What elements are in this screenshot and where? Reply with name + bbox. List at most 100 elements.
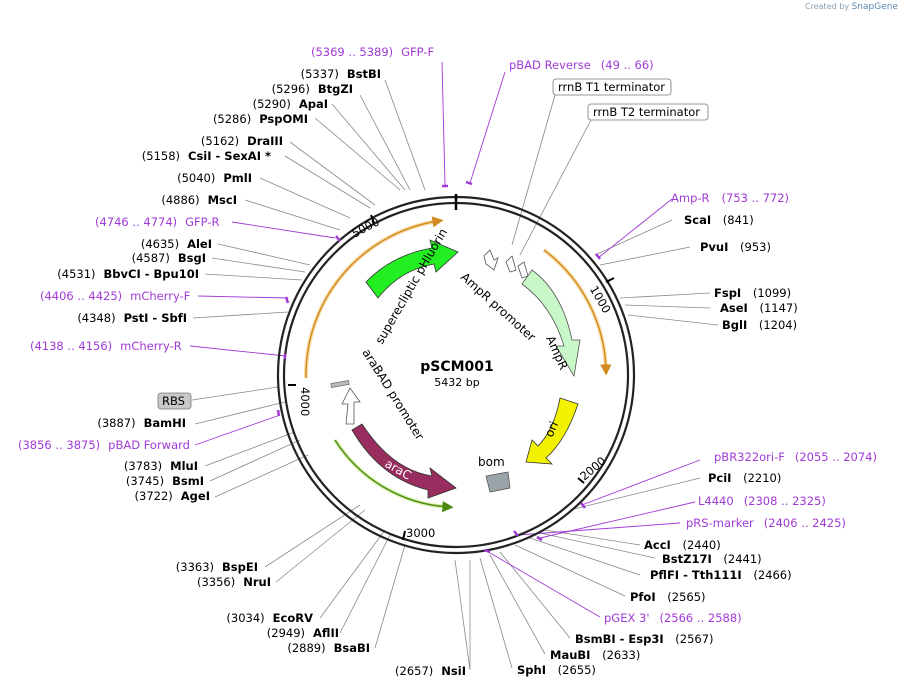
svg-text:(3722)AgeI: (3722)AgeI <box>135 489 210 503</box>
svg-text:(4531)BbvCI - Bpu10I: (4531) BbvCI - Bpu10I <box>57 267 199 281</box>
primer-label: pRS-marker <box>686 516 754 530</box>
svg-text:L4440(2308 .. 2325): L4440(2308 .. 2325) <box>698 494 826 508</box>
leader-lines <box>191 79 719 671</box>
enzyme-pos: (4348) <box>77 311 115 325</box>
svg-text:(5162)DraIII: (5162)DraIII <box>201 134 283 148</box>
svg-text:pBR322ori-F(2055 .. 2074): pBR322ori-F (2055 .. 2074) <box>714 450 877 464</box>
enzyme-name: AseI <box>720 301 748 315</box>
enzyme-name: DraIII <box>247 134 283 148</box>
primer-range: (3856 .. 3875) <box>18 438 100 452</box>
credit-brand: SnapGene <box>851 2 898 12</box>
svg-text:(2949)AflII: (2949) AflII <box>267 626 339 640</box>
enzymes-right: ScaI (841) PvuI (953) FspI (1099) AseI (… <box>517 213 798 677</box>
svg-text:PfoI (2565): PfoI (2565) <box>630 590 706 604</box>
enzyme-pos: (2565) <box>667 590 705 604</box>
primer-range: (2566 .. 2588) <box>660 611 742 625</box>
svg-text:(4348)PstI - SbfI: (4348) PstI - SbfI <box>77 311 187 325</box>
primer-label: pBAD Forward <box>108 438 190 452</box>
orange-arc-right <box>543 249 612 376</box>
primer-label: pBR322ori-F <box>714 450 785 464</box>
enzyme-pos: (4587) <box>132 251 170 265</box>
enzyme-pos: (4531) <box>57 267 95 281</box>
enzyme-name: BsmBI - Esp3I <box>575 632 664 646</box>
primer-range: (4138 .. 4156) <box>30 339 112 353</box>
enzyme-pos: (5337) <box>301 67 339 81</box>
enzyme-name: AccI <box>644 538 671 552</box>
svg-text:(5286)PspOMI: (5286)PspOMI <box>213 112 308 126</box>
primer-range: (2055 .. 2074) <box>795 450 877 464</box>
enzyme-name: FspI <box>714 286 741 300</box>
svg-text:PciI (2210): PciI (2210) <box>708 471 781 485</box>
primer-range: (2406 .. 2425) <box>764 516 846 530</box>
svg-text:BglI (1204): BglI (1204) <box>722 318 797 332</box>
backbone-inner <box>282 201 630 549</box>
enzyme-pos: (2889) <box>287 641 325 655</box>
green-arc <box>334 439 454 513</box>
enzyme-pos: (2567) <box>675 632 713 646</box>
enzyme-name: AleI <box>187 237 212 251</box>
primer-marks <box>276 180 601 554</box>
ampr-promoter-arrow <box>483 249 499 271</box>
primer-label: pBAD Reverse <box>509 58 591 72</box>
enzyme-name: PspOMI <box>259 112 308 126</box>
primer-range: (5369 .. 5389) <box>311 45 393 59</box>
enzyme-name: BsaBI <box>334 641 370 655</box>
enzyme-pos: (2657) <box>395 664 433 678</box>
enzyme-name: BstBI <box>347 67 381 81</box>
svg-text:AccI (2440): AccI (2440) <box>644 538 721 552</box>
svg-text:Amp-R(753 .. 772): Amp-R(753 .. 772) <box>671 191 789 205</box>
svg-text:(4138 .. 4156)mCherry-R: (4138 .. 4156)mCherry-R <box>30 339 182 353</box>
enzyme-name: EcoRV <box>273 611 313 625</box>
enzyme-pos: (1204) <box>759 318 797 332</box>
svg-text:(4406 .. 4425)mCherry-F: (4406 .. 4425)mCherry-F <box>40 289 190 303</box>
enzyme-pos: (3887) <box>97 416 135 430</box>
rrnb-t1-label: rrnB T1 terminator <box>558 80 665 94</box>
svg-text:(5040)PmlI: (5040) PmlI <box>177 171 252 185</box>
enzyme-pos: (3745) <box>126 474 164 488</box>
enzyme-name: MluI <box>170 459 198 473</box>
plasmid-name: pSCM001 <box>420 359 494 375</box>
enzyme-pos: (4886) <box>161 193 199 207</box>
rbs-feature <box>330 380 350 388</box>
ampr-feature <box>521 269 581 378</box>
primer-labels: (5369 .. 5389)GFP-F pBAD Reverse(49 .. 6… <box>18 45 877 625</box>
enzyme-pos: (2210) <box>743 471 781 485</box>
svg-text:(5290)ApaI: (5290)ApaI <box>253 97 328 111</box>
svg-text:(5296)BtgZI: (5296) BtgZI <box>272 82 353 96</box>
ruler-label-3000: 3000 <box>406 526 435 540</box>
enzyme-name: ApaI <box>299 97 328 111</box>
enzyme-pos: (2949) <box>267 626 305 640</box>
enzyme-name: BtgZI <box>318 82 353 96</box>
svg-text:(2889)BsaBI: (2889) BsaBI <box>287 641 370 655</box>
enzyme-name: BamHI <box>144 416 186 430</box>
primer-range: (49 .. 66) <box>601 58 654 72</box>
svg-text:pBAD Reverse(49 .. 66): pBAD Reverse (49 .. 66) <box>509 58 654 72</box>
svg-text:(5158)CsiI - SexAI *: (5158)CsiI - SexAI * <box>142 149 271 163</box>
enzyme-name: MscI <box>208 193 237 207</box>
primer-leaders <box>189 61 701 618</box>
bom-label: bom <box>478 455 505 469</box>
enzyme-name: NsiI <box>441 664 466 678</box>
enzyme-pos: (3356) <box>197 575 235 589</box>
svg-text:(5337)BstBI: (5337) BstBI <box>301 67 381 81</box>
enzyme-name: PstI - SbfI <box>124 311 187 325</box>
enzyme-name: AflII <box>313 626 339 640</box>
primer-range: (753 .. 772) <box>722 191 790 205</box>
svg-text:PflFI - Tth111I (2466): PflFI - Tth111I (2466) <box>650 568 792 582</box>
ruler-label-5000: 5000 <box>349 214 381 240</box>
svg-text:(4746 .. 4774)GFP-R: (4746 .. 4774)GFP-R <box>95 215 220 229</box>
gfp-feature <box>365 239 459 299</box>
enzyme-pos: (2466) <box>753 568 791 582</box>
enzyme-pos: (1147) <box>759 301 797 315</box>
enzyme-name: PvuI <box>700 240 728 254</box>
enzyme-name: PmlI <box>223 171 252 185</box>
svg-text:(4886)MscI: (4886) MscI <box>161 193 237 207</box>
arabad-promoter-label: araBAD promoter <box>359 346 426 442</box>
enzyme-pos: (5296) <box>272 82 310 96</box>
enzyme-name: BbvCI - Bpu10I <box>104 267 199 281</box>
enzyme-pos: (2655) <box>558 663 596 677</box>
enzyme-pos: (5158) <box>142 149 180 163</box>
enzyme-name: PciI <box>708 471 731 485</box>
enzyme-pos: (5040) <box>177 171 215 185</box>
